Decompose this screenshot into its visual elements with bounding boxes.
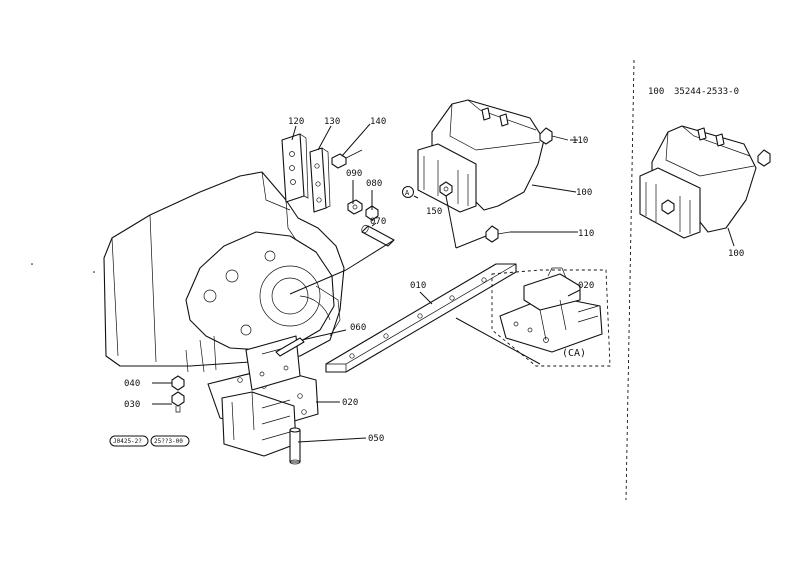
pin-060 — [275, 337, 305, 357]
label-030: 030 — [124, 400, 140, 410]
pin-050 — [289, 427, 301, 465]
side-part-number: 35244-2533-0 — [674, 87, 739, 97]
leader-lines — [152, 123, 735, 443]
label-080: 080 — [366, 179, 382, 189]
label-110-bottom: 110 — [578, 229, 594, 239]
engine-housing — [103, 171, 345, 373]
serial-tags: J0425-2? 25??3-00 — [109, 435, 190, 447]
bolt-040 — [171, 375, 185, 391]
front-weight-100 — [417, 99, 545, 213]
washer-090 — [347, 199, 363, 215]
bracket-130 — [309, 147, 331, 213]
reference-marker-a — [402, 186, 414, 198]
label-020-main: 020 — [342, 398, 358, 408]
bolt-110-bottom — [485, 225, 511, 243]
label-050: 050 — [368, 434, 384, 444]
marker-a-text: A — [405, 189, 410, 197]
serial-tag-1: J0425-2? — [113, 438, 142, 445]
side-ref-number: 100 — [648, 87, 664, 97]
ca-variant-group — [491, 267, 611, 367]
bolt-110-top — [539, 127, 569, 145]
label-130: 130 — [324, 117, 340, 127]
label-090: 090 — [346, 169, 362, 179]
label-010: 010 — [410, 281, 426, 291]
label-140: 140 — [370, 117, 386, 127]
side-panel-header: 100 35244-2533-0 — [648, 87, 739, 97]
mounting-bracket-020 — [207, 335, 319, 457]
bolt-140 — [331, 149, 363, 169]
bolt-030 — [171, 391, 185, 413]
ca-label: (CA) — [562, 348, 586, 359]
label-110-top: 110 — [572, 136, 588, 146]
label-040: 040 — [124, 379, 140, 389]
label-020-ca: 020 — [578, 281, 594, 291]
label-070: 070 — [370, 217, 386, 227]
part-labels: 120 130 140 090 080 070 110 100 150 110 … — [124, 117, 744, 444]
panel-divider — [625, 59, 635, 501]
label-120: 120 — [288, 117, 304, 127]
label-060: 060 — [350, 323, 366, 333]
bracket-120 — [281, 133, 309, 203]
label-150: 150 — [426, 207, 442, 217]
serial-tag-2-frame — [150, 435, 190, 447]
stray-marks — [31, 263, 95, 273]
serial-tag-2: 25??3-00 — [154, 438, 183, 445]
front-weight-100-detail — [639, 125, 771, 239]
nut-150 — [439, 181, 453, 197]
serial-tag-1-frame — [109, 435, 149, 447]
label-100-main: 100 — [576, 188, 592, 198]
label-100-side: 100 — [728, 249, 744, 259]
